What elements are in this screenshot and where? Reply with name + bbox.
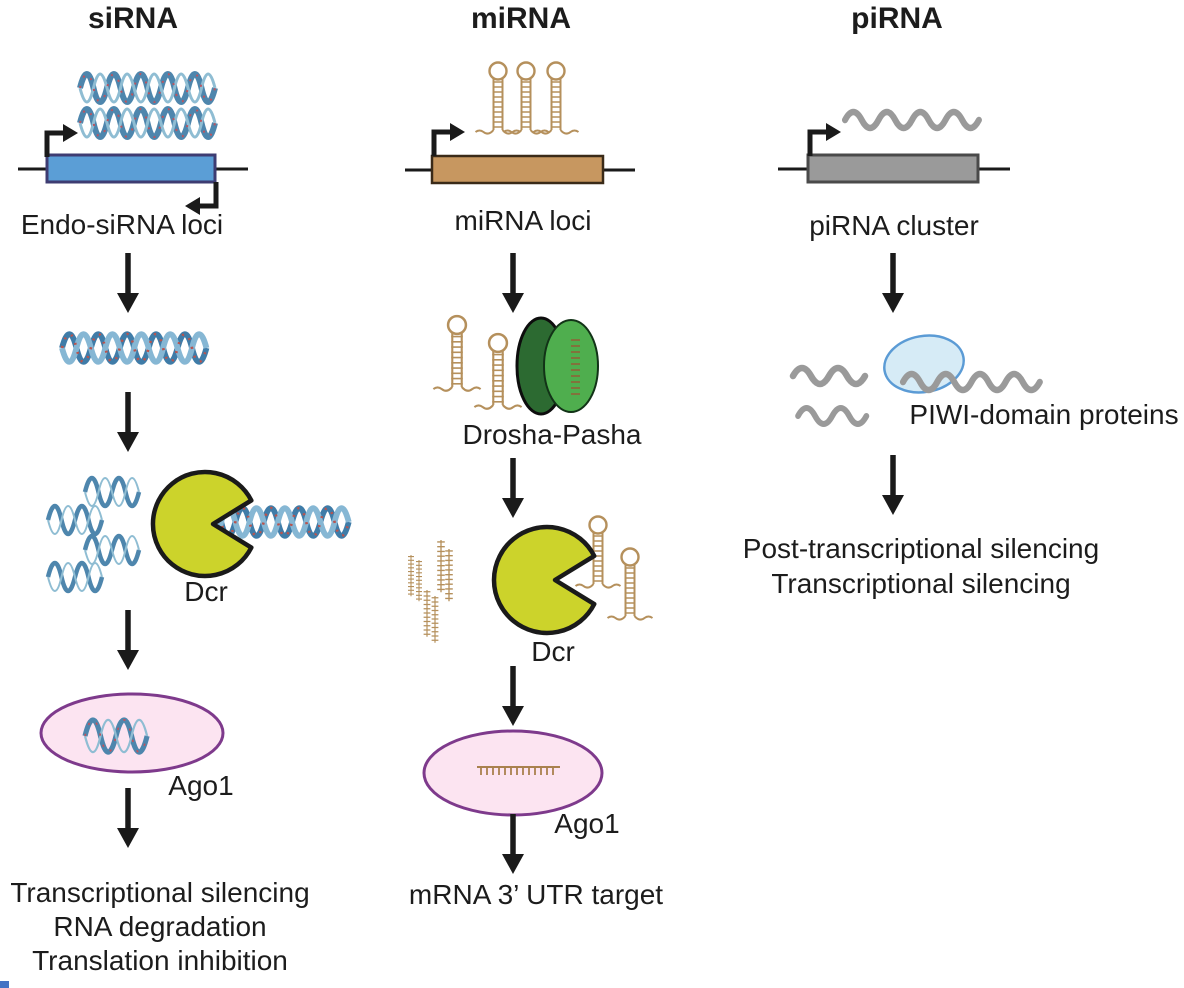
mirna-gene-box: [430, 154, 605, 185]
mirna-pathway: [405, 61, 654, 875]
promoter-arrow-icon: [810, 123, 841, 156]
dicer-pacman-icon: [491, 524, 597, 636]
pirna-pathway: [778, 112, 1040, 515]
piwi-proteins-label: PIWI-domain proteins: [909, 399, 1179, 430]
sirna-outcome-line: Transcriptional silencing: [10, 877, 310, 908]
mirna-gene-locus: [405, 123, 635, 185]
ago1-label-mirna: Ago1: [554, 808, 620, 839]
column-title-mirna: miRNA: [470, 2, 572, 35]
mirna-duplexes-icon: [407, 539, 454, 644]
pirna-outcome-line: Post-transcriptional silencing: [742, 533, 1100, 564]
down-arrow-icon: [502, 666, 524, 726]
down-arrow-icon: [502, 814, 524, 874]
pri-mirna-hairpins-icon: [474, 61, 580, 135]
column-title-sirna: siRNA: [87, 2, 179, 35]
down-arrow-icon: [117, 392, 139, 452]
down-arrow-icon: [117, 610, 139, 670]
pirna-gene-box: [806, 153, 980, 184]
dcr-label-sirna: Dcr: [184, 576, 228, 607]
pirna-transcript-icon: [845, 112, 979, 128]
sirna-locus-label: Endo-siRNA loci: [20, 209, 224, 240]
sirna-outcome-line: RNA degradation: [53, 911, 267, 942]
dicer-pacman-icon: [150, 469, 254, 579]
drosha-pasha-complex-icon: [432, 314, 599, 416]
sirna-pathway: [18, 74, 349, 848]
sirna-duplexes-icon: [48, 478, 139, 591]
mirna-outcome-line: mRNA 3’ UTR target: [408, 879, 664, 910]
column-title-pirna: piRNA: [851, 2, 943, 35]
sirna-outcomes: Transcriptional silencing RNA degradatio…: [10, 876, 309, 978]
down-arrow-icon: [117, 253, 139, 313]
pirna-gene-locus: [778, 123, 1010, 184]
sense-promoter-arrow-icon: [47, 124, 78, 157]
long-dsrna-icon: [62, 334, 206, 362]
down-arrow-icon: [882, 455, 904, 515]
down-arrow-icon: [502, 253, 524, 313]
ago1-complex-icon: [39, 692, 225, 774]
down-arrow-icon: [502, 458, 524, 518]
mirna-locus-label: miRNA loci: [454, 205, 592, 236]
pirna-outcomes: Post-transcriptional silencing Transcrip…: [743, 531, 1099, 601]
dcr-label-mirna: Dcr: [531, 636, 575, 667]
promoter-arrow-icon: [434, 123, 465, 156]
sirna-gene-box: [45, 153, 217, 184]
sirna-outcome-line: Translation inhibition: [32, 945, 288, 976]
drosha-pasha-label: Drosha-Pasha: [462, 419, 642, 450]
ago1-label-sirna: Ago1: [168, 770, 234, 801]
down-arrow-icon: [117, 788, 139, 848]
sirna-gene-locus: [18, 124, 248, 215]
pirna-outcome-line: Transcriptional silencing: [771, 568, 1071, 599]
ago1-complex-icon: [422, 729, 604, 817]
pirna-cluster-label: piRNA cluster: [809, 210, 979, 241]
down-arrow-icon: [882, 253, 904, 313]
sirna-dsrna-precursor-icon: [80, 74, 215, 137]
corner-artifact: [0, 981, 9, 988]
piwi-complex-icon: [793, 334, 1040, 424]
mirna-target-label: mRNA 3’ UTR target: [409, 879, 663, 911]
